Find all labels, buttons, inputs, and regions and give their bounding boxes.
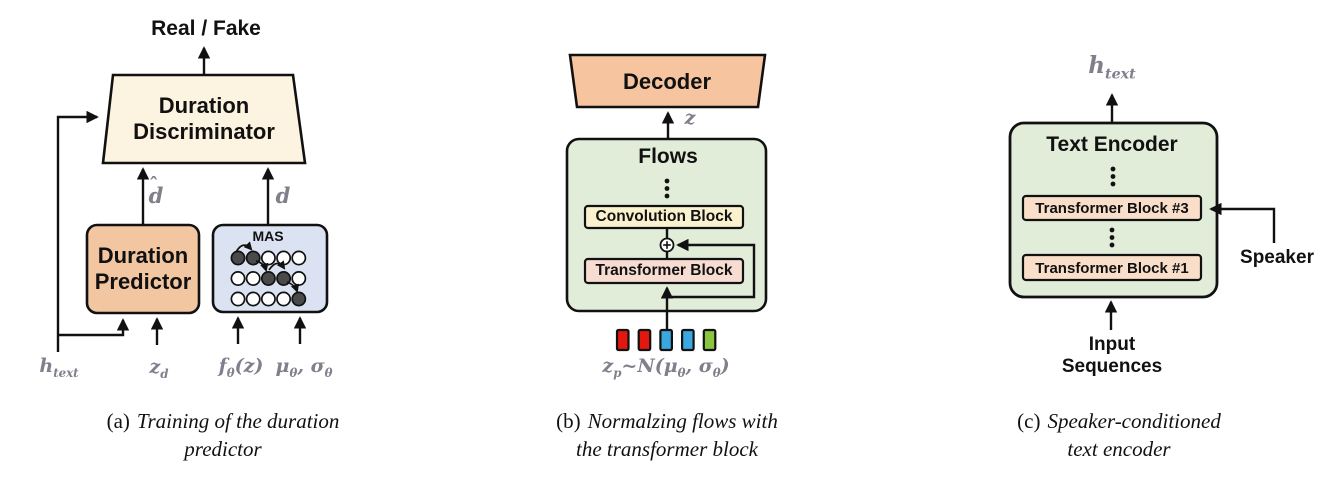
caption-a-line1: (a)Training of the duration: [106, 409, 340, 433]
input-sequences-label: Input Sequences: [1061, 334, 1163, 377]
duration-discriminator-shape: [101, 73, 307, 165]
mas-cell-open: [276, 250, 292, 266]
caption-b: (b)Normalzing flows with the transformer…: [556, 408, 778, 463]
duration-discriminator-label: Duration Discriminator: [133, 93, 275, 144]
mas-cell-open: [291, 250, 307, 266]
mas-cell-open: [260, 291, 276, 307]
real-fake-label: Real / Fake: [151, 17, 261, 40]
speaker-condition-line: [1209, 202, 1276, 243]
transformer-block-label: Transformer Block: [595, 262, 733, 279]
plus-circle-icon: [659, 237, 675, 253]
z-d-label: zd: [149, 356, 169, 381]
transformer-block-1-shape: [1021, 253, 1203, 282]
mas-cell-filled: [230, 250, 246, 266]
latent-token: [615, 328, 630, 352]
mas-cell-open: [245, 291, 261, 307]
mu-sigma-label: μθ, σθ: [275, 355, 333, 380]
caption-c: (c)Speaker-conditioned text encoder: [1017, 408, 1221, 463]
transformer-block-shape: [583, 257, 745, 285]
f-theta-z-label: fθ(z): [218, 355, 264, 380]
mas-cell-open: [230, 291, 246, 307]
mas-cell-open: [260, 250, 276, 266]
latent-token: [637, 328, 652, 352]
mas-arc-3: [268, 260, 286, 271]
mas-alignment-arcs: [235, 241, 300, 294]
mas-cell-open: [276, 291, 292, 307]
token-row: [615, 328, 717, 352]
residual-skip-line: [667, 238, 756, 299]
caption-c-line1: (c)Speaker-conditioned: [1017, 409, 1221, 433]
flows-ellipsis-icon: [664, 178, 670, 199]
latent-token: [680, 328, 695, 352]
caption-a: (a)Training of the duration predictor: [107, 408, 340, 463]
mas-cell-open: [245, 271, 261, 286]
convolution-block-shape: [583, 204, 745, 230]
z-p-distribution-label: zp~N(μθ, σθ): [602, 355, 730, 380]
decoder-shape: [568, 53, 767, 109]
transformer-block-3-shape: [1021, 194, 1203, 222]
mas-cell-open: [291, 271, 307, 286]
z-label: z: [684, 107, 696, 129]
convolution-block-label: Convolution Block: [595, 208, 733, 225]
transformer-block-3-label: Transformer Block #3: [1035, 200, 1189, 217]
mas-cell-filled: [291, 291, 307, 307]
caption-a-line2: predictor: [184, 436, 262, 461]
latent-token: [702, 328, 717, 352]
decoder-label: Decoder: [622, 69, 712, 94]
caption-b-line1: (b)Normalzing flows with: [556, 409, 778, 433]
mas-cell-filled: [260, 271, 276, 286]
mas-cell-open: [230, 271, 246, 286]
h-text-input-label: htext: [39, 355, 79, 380]
encoder-ellipsis-mid-icon: [1109, 227, 1115, 248]
mas-cell-filled: [245, 250, 261, 266]
duration-predictor-label: Duration Predictor: [94, 243, 192, 294]
mas-arc-1: [235, 241, 253, 253]
transformer-block-1-label: Transformer Block #1: [1035, 260, 1189, 277]
d-label: d: [275, 183, 291, 208]
mas-arc-2: [255, 260, 269, 273]
mas-label: MAS: [252, 228, 284, 244]
mas-grid: [230, 250, 307, 307]
htext-to-discriminator-line: [56, 110, 99, 352]
caption-c-line2: text encoder: [1067, 436, 1171, 461]
duration-predictor-shape: [85, 223, 201, 315]
mas-cell-filled: [276, 271, 292, 286]
caption-b-line2: the transformer block: [576, 436, 758, 461]
htext-to-predictor-line: [58, 318, 130, 337]
encoder-ellipsis-top-icon: [1110, 166, 1116, 187]
latent-token: [659, 328, 674, 352]
speaker-label: Speaker: [1240, 247, 1314, 268]
text-encoder-label: Text Encoder: [1046, 133, 1178, 156]
flows-label: Flows: [638, 145, 698, 168]
h-text-output-label: htext: [1088, 52, 1136, 83]
mas-arc-4: [286, 281, 300, 294]
